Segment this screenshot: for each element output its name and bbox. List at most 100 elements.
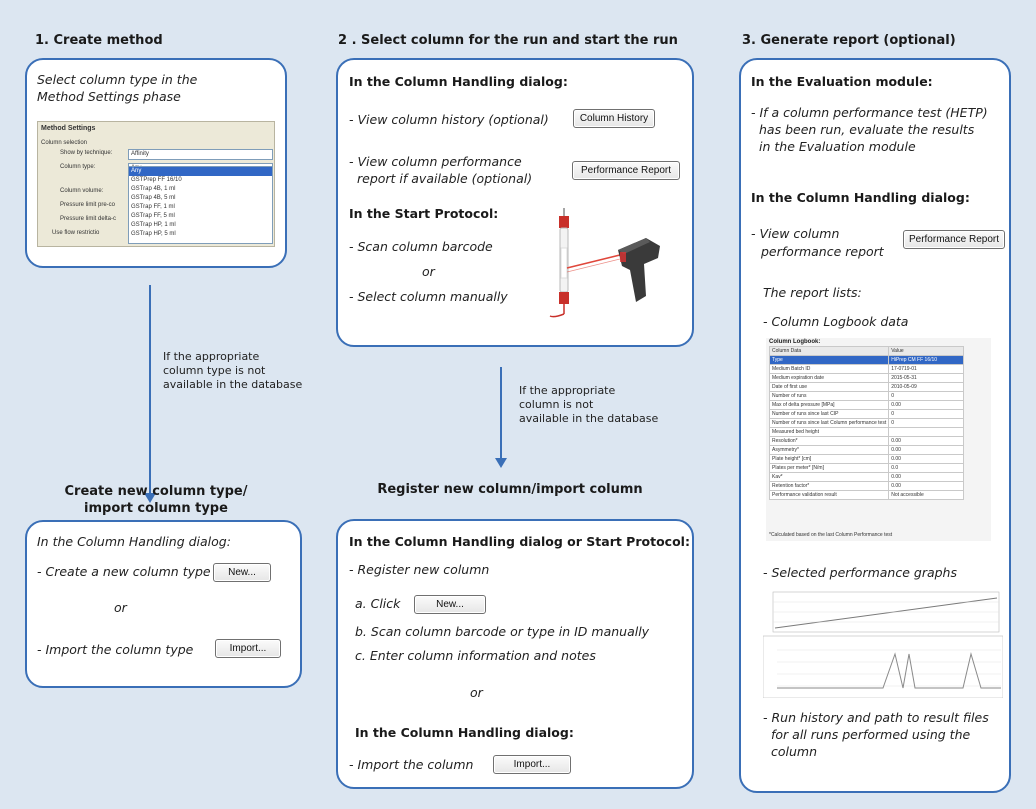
logbook-cell: 0.00 — [888, 481, 965, 491]
step3-title: 3. Generate report (optional) — [742, 33, 956, 48]
card3-h2: In the Column Handling dialog: — [751, 190, 970, 205]
logbook-cell: Retention factor* — [768, 481, 890, 491]
logbook-cell: Max of delta pressure [MPa] — [768, 400, 890, 410]
logbook-row: Asymmetry*0.00 — [768, 445, 965, 455]
step1-title: 1. Create method — [35, 33, 163, 48]
card1-text2: Method Settings phase — [37, 89, 181, 104]
logbook-cell: Value — [888, 346, 965, 356]
column-type-option[interactable]: Any — [129, 167, 272, 176]
screenshot-header: Method Settings — [41, 125, 96, 132]
logbook-cell: Number of runs — [768, 391, 890, 401]
logbook-cell: HiPrep CM FF 16/10 — [888, 355, 965, 365]
import-column-type-button[interactable]: Import... — [215, 639, 281, 658]
create-column-type-heading: Create new column type/ import column ty… — [25, 483, 287, 517]
card3-l2b: performance report — [761, 244, 884, 259]
card3-l3: The report lists: — [763, 285, 862, 300]
logbook-cell: Medium Batch ID — [768, 364, 890, 374]
card2-or: or — [422, 264, 435, 279]
logbook-cell: Type — [768, 355, 890, 365]
column-history-button[interactable]: Column History — [573, 109, 655, 128]
logbook-cell: Not accessible — [888, 490, 965, 500]
card2-l3: - Scan column barcode — [349, 239, 493, 254]
logbook-footnote: *Calculated based on the last Column Per… — [769, 532, 893, 538]
note1: If the appropriate column type is not av… — [163, 350, 302, 392]
logbook-row: Max of delta pressure [MPa]0.00 — [768, 400, 965, 410]
column-type-option[interactable]: GSTrap HP, 5 ml — [131, 231, 176, 237]
method-settings-screenshot: Method Settings Column selection Show by… — [37, 121, 275, 247]
column-type-option[interactable]: GSTrap FF, 1 ml — [131, 204, 175, 210]
logbook-cell: 2010-05-09 — [888, 382, 965, 392]
logbook-cell: Number of runs since last Column perform… — [768, 418, 890, 428]
column-type-option[interactable]: GSTrap HP, 1 ml — [131, 222, 176, 228]
generate-report-card: In the Evaluation module: - If a column … — [739, 58, 1011, 793]
card2-l2b: report if available (optional) — [357, 171, 533, 186]
card2-l4: - Select column manually — [349, 289, 508, 304]
new-column-button[interactable]: New... — [414, 595, 486, 614]
flow-arrow-1 — [144, 285, 156, 503]
logbook-cell: Number of runs since last CIP — [768, 409, 890, 419]
card2-h1: In the Column Handling dialog: — [349, 74, 568, 89]
register-column-card: In the Column Handling dialog or Start P… — [336, 519, 694, 789]
logbook-row: Retention factor*0.00 — [768, 481, 965, 491]
note1-line: available in the database — [163, 378, 303, 391]
card3-l6a: - Run history and path to result files — [763, 710, 989, 725]
note2-line: available in the database — [519, 412, 659, 425]
column-type-option[interactable]: GSTrap 4B, 1 ml — [131, 186, 176, 192]
logbook-cell: 0.0 — [888, 463, 965, 473]
card5-l4: c. Enter column information and notes — [355, 648, 596, 663]
card3-l1c: in the Evaluation module — [759, 139, 916, 154]
heading-line: import column type — [84, 501, 228, 516]
setting-select[interactable]: Affinity — [128, 149, 273, 160]
card3-l1b: has been run, evaluate the results — [759, 122, 975, 137]
column-type-option[interactable]: GSTrap 4B, 5 ml — [131, 195, 176, 201]
card3-l1a: - If a column performance test (HETP) — [751, 105, 988, 120]
logbook-cell: 0.00 — [888, 436, 965, 446]
note2-line: column is not — [519, 398, 594, 411]
card5-l1: - Register new column — [349, 562, 490, 577]
card4-l3: - Import the column type — [37, 642, 194, 657]
column-type-option[interactable]: GSTrap FF, 5 ml — [131, 213, 175, 219]
logbook-cell: Medium expiration date — [768, 373, 890, 383]
card2-l2a: - View column performance — [349, 154, 522, 169]
logbook-cell: Measured bed height — [768, 427, 890, 437]
create-column-type-card: In the Column Handling dialog: - Create … — [25, 520, 302, 688]
card5-l3: b. Scan column barcode or type in ID man… — [355, 624, 650, 639]
register-column-heading: Register new column/import column — [377, 482, 643, 497]
logbook-cell: 0 — [888, 409, 965, 419]
card2-h2: In the Start Protocol: — [349, 206, 499, 221]
card3-l2a: - View column — [751, 226, 840, 241]
card4-l2: - Create a new column type — [37, 564, 211, 579]
logbook-cell: Performance validation result — [768, 490, 890, 500]
card3-l6b: for all runs performed using the — [771, 727, 971, 742]
note1-line: If the appropriate — [163, 350, 260, 363]
logbook-cell: Asymmetry* — [768, 445, 890, 455]
logbook-cell: Date of first use — [768, 382, 890, 392]
performance-report-button-2[interactable]: Performance Report — [903, 230, 1005, 249]
card3-l4: - Column Logbook data — [763, 314, 909, 329]
logbook-cell: 0 — [888, 391, 965, 401]
logbook-row: Plates per meter* [N/m]0.0 — [768, 463, 965, 473]
import-column-button[interactable]: Import... — [493, 755, 571, 774]
new-column-type-button[interactable]: New... — [213, 563, 271, 582]
heading-line: Create new column type/ — [64, 484, 248, 499]
logbook-row: Measured bed height — [768, 427, 965, 437]
logbook-cell: Plates per meter* [N/m] — [768, 463, 890, 473]
column-type-option[interactable]: GSTPrep FF 16/10 — [131, 177, 182, 183]
logbook-cell: 17-0719-01 — [888, 364, 965, 374]
note2-line: If the appropriate — [519, 384, 616, 397]
performance-graphs-image — [763, 588, 1003, 698]
logbook-cell — [888, 427, 965, 437]
performance-report-button[interactable]: Performance Report — [572, 161, 680, 180]
logbook-title: Column Logbook: — [769, 339, 821, 345]
card3-l5: - Selected performance graphs — [763, 565, 957, 580]
card4-l1: In the Column Handling dialog: — [37, 534, 231, 549]
